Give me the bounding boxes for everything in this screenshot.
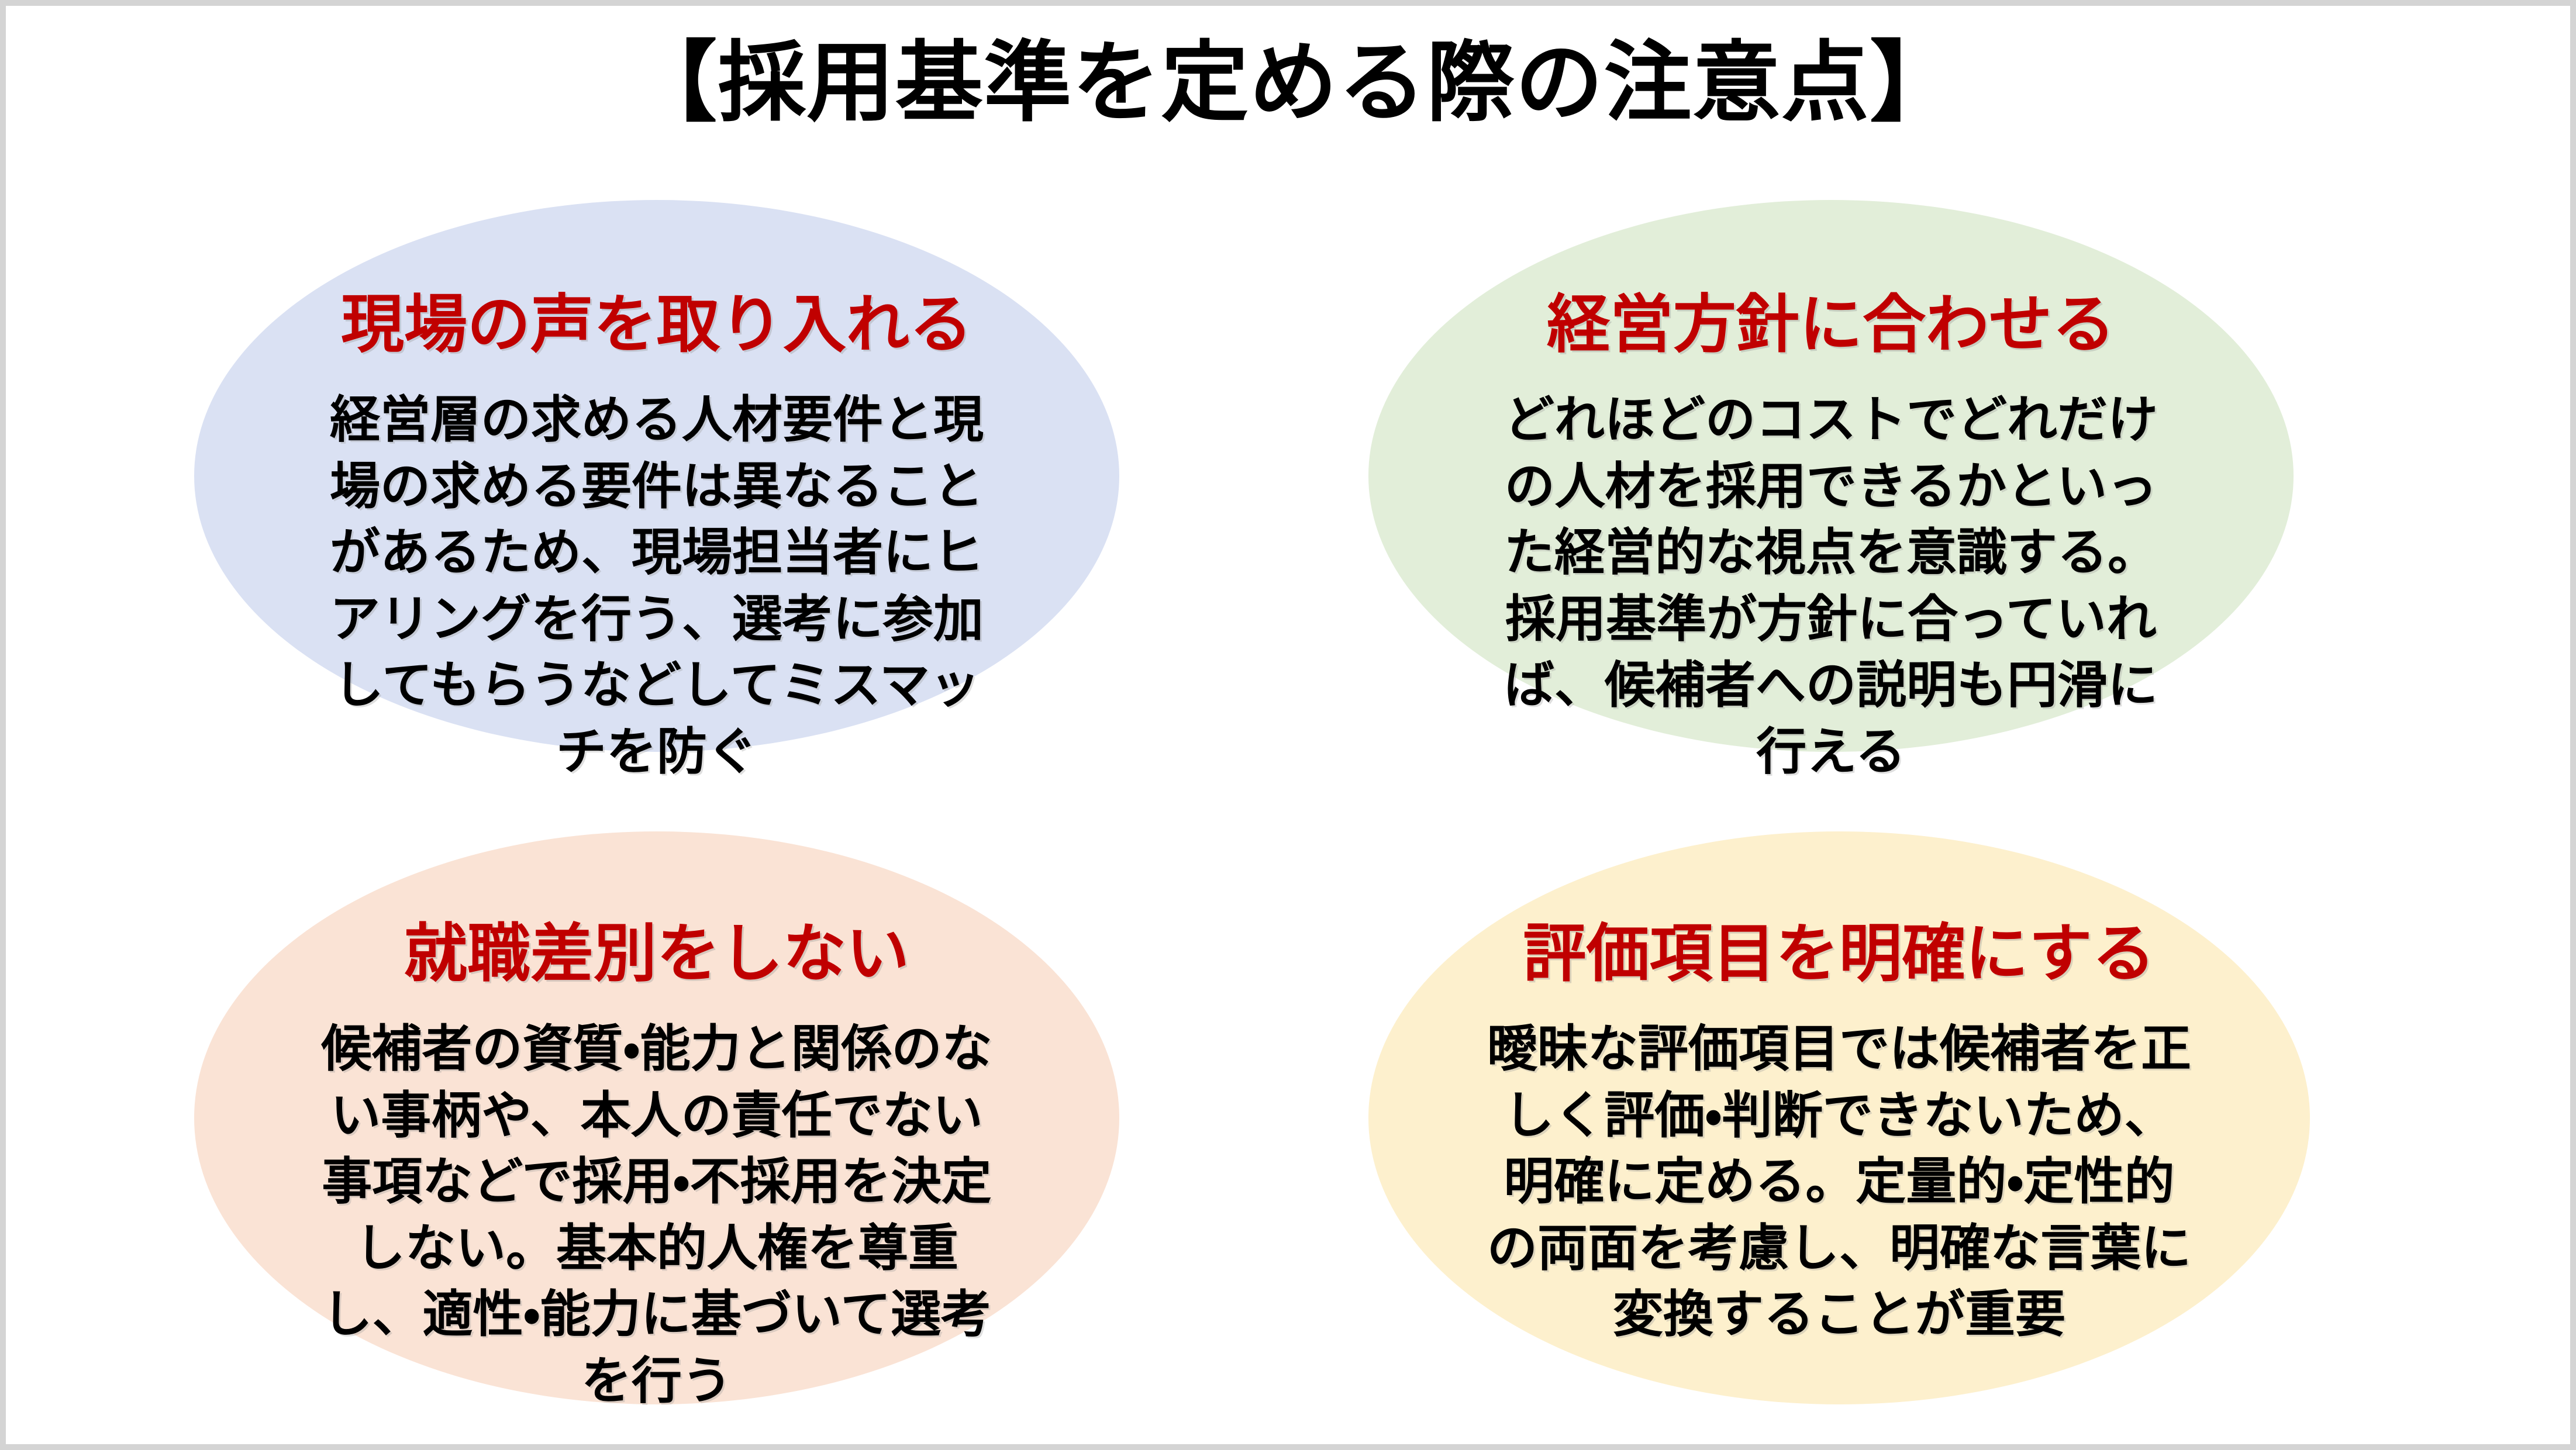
page-title: 【採用基準を定める際の注意点】 bbox=[629, 32, 1958, 134]
ellipse-title-shushoku-sabetsu: 就職差別をしない bbox=[404, 917, 909, 990]
concept-ellipse-genba-no-koe: 現場の声を取り入れる 経営層の求める人材要件と現場の求める要件は異なることがある… bbox=[194, 200, 1119, 781]
concept-ellipse-hyouka-koumoku: 評価項目を明確にする 曖昧な評価項目では候補者を正しく評価・判断できないため、明… bbox=[1368, 831, 2310, 1404]
ellipse-body-keiei-houshin: どれほどのコストでどれだけの人材を採用できるかといった経営的な視点を意識する。採… bbox=[1504, 391, 2158, 781]
ellipse-body-shushoku-sabetsu: 候補者の資質・能力と関係のない事柄や、本人の責任でない事項などで採用・不採用を決… bbox=[321, 1020, 992, 1410]
ellipse-body-hyouka-koumoku: 曖昧な評価項目では候補者を正しく評価・判断できないため、明確に定める。定量的・定… bbox=[1487, 1020, 2191, 1344]
ellipse-body-genba-no-koe: 経営層の求める人材要件と現場の求める要件は異なることがあるため、現場担当者にヒア… bbox=[330, 391, 984, 781]
ellipse-title-keiei-houshin: 経営方針に合わせる bbox=[1546, 288, 2115, 361]
ellipse-title-genba-no-koe: 現場の声を取り入れる bbox=[340, 288, 973, 361]
ellipse-title-hyouka-koumoku: 評価項目を明確にする bbox=[1523, 917, 2156, 990]
concept-ellipse-keiei-houshin: 経営方針に合わせる どれほどのコストでどれだけの人材を採用できるかといった経営的… bbox=[1368, 200, 2294, 781]
concept-ellipse-shushoku-sabetsu: 就職差別をしない 候補者の資質・能力と関係のない事柄や、本人の責任でない事項など… bbox=[194, 831, 1119, 1410]
